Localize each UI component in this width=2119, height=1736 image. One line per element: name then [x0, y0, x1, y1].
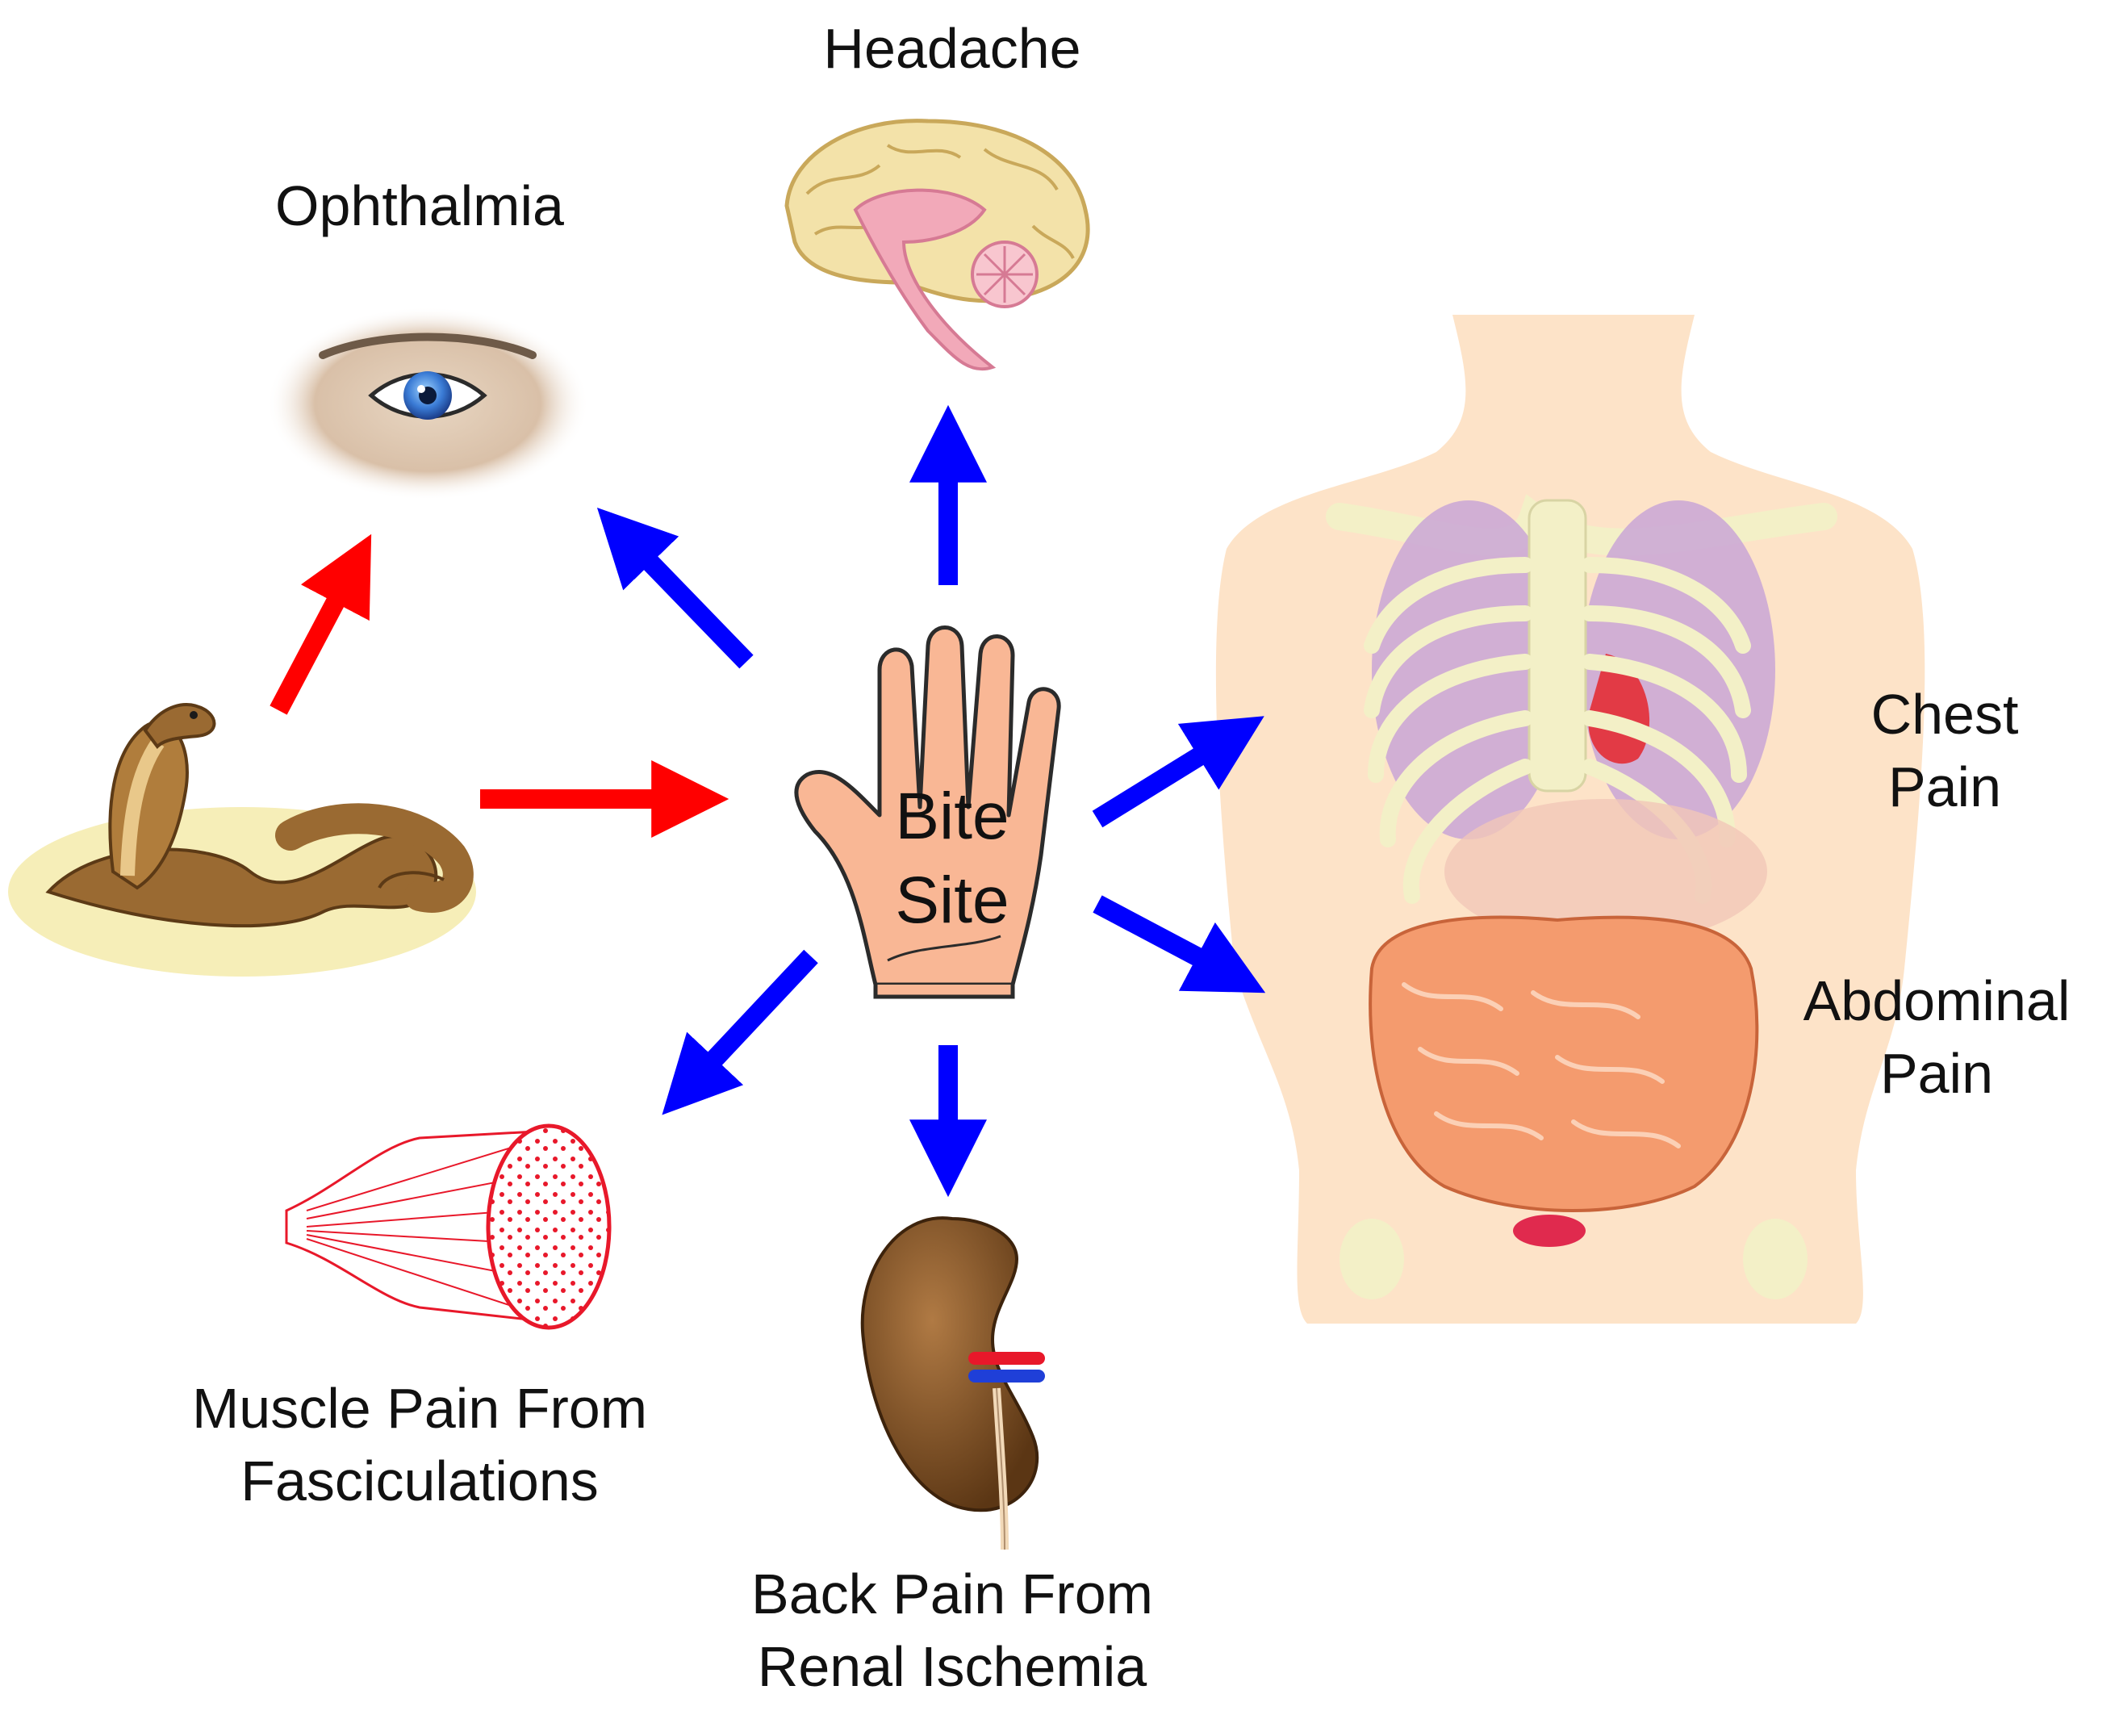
venom-arrows [270, 533, 729, 838]
kidney-icon [860, 1216, 1045, 1550]
brain-icon [784, 119, 1090, 371]
arrow-bite-to-eye [596, 507, 754, 669]
ophthalmia-label: Ophthalmia [275, 174, 564, 237]
abdominal-pain-label: Abdominal Pain [1803, 969, 2071, 1105]
headache-label: Headache [823, 17, 1081, 80]
arrow-snake-to-eye [270, 533, 372, 715]
eye-icon [266, 307, 589, 500]
back-pain-label: Back Pain From Renal Ischemia [751, 1562, 1153, 1698]
muscle-icon [285, 1123, 612, 1330]
chest-pain-label: Chest Pain [1870, 683, 2019, 818]
arrow-bite-to-muscle [662, 949, 818, 1115]
muscle-pain-label: Muscle Pain From Fasciculations [191, 1377, 648, 1512]
symptom-arrows [596, 404, 1266, 1198]
arrow-bite-to-abdomen [1093, 895, 1266, 993]
bite-site-label: Bite Site [895, 780, 1009, 937]
torso-icon [1215, 315, 1925, 1324]
snake-icon [8, 703, 476, 977]
arrow-bite-to-chest [1092, 716, 1264, 828]
hand-icon [794, 625, 1061, 999]
